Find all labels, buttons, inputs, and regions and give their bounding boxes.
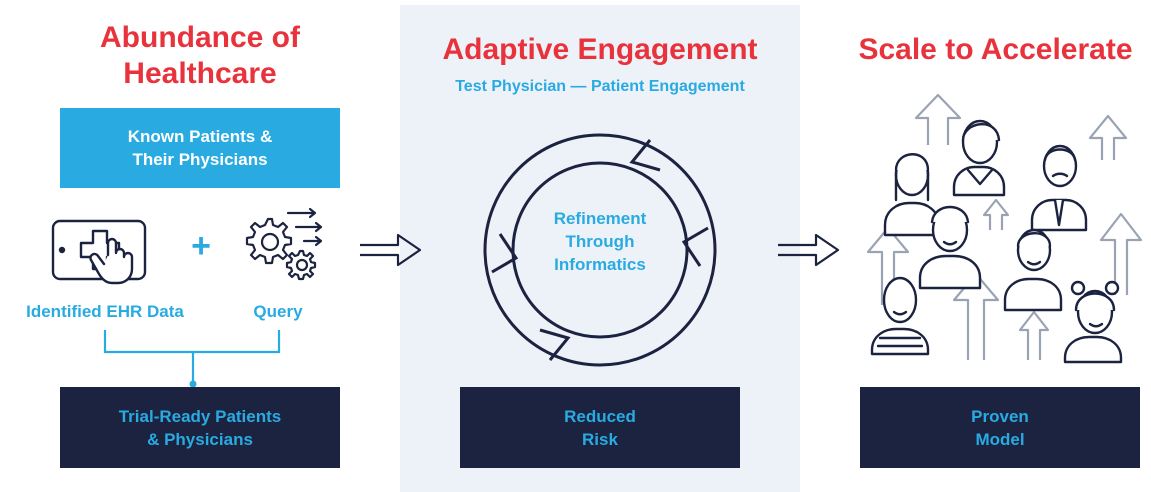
cycle-label-line1: Refinement xyxy=(553,209,647,228)
proven-model-box: Proven Model xyxy=(860,387,1140,468)
cycle-label-line3: Informatics xyxy=(554,255,646,274)
known-patients-box: Known Patients & Their Physicians xyxy=(60,108,340,188)
gears-icon xyxy=(245,207,323,281)
query-label: Query xyxy=(253,302,303,321)
proven-model-line1: Proven xyxy=(971,406,1029,426)
known-patients-line2: Their Physicians xyxy=(132,150,268,169)
left-heading-line1: Abundance of xyxy=(100,21,300,54)
up-arrow-icon xyxy=(1099,212,1143,295)
left-heading-line2: Healthcare xyxy=(123,57,277,90)
arrow-right-icon xyxy=(360,233,422,267)
proven-model-line2: Model xyxy=(975,429,1025,449)
ehr-data-label: Identified EHR Data xyxy=(26,302,184,321)
trial-ready-line1: Trial-Ready Patients xyxy=(118,406,282,426)
known-patients-line1: Known Patients & xyxy=(127,127,273,146)
cycle-arrows-icon xyxy=(483,133,717,367)
people-crowd-icon xyxy=(866,93,1143,364)
cycle-label-line2: Through xyxy=(565,232,635,251)
arrow-right-icon xyxy=(778,233,840,267)
cycle-label: Refinement Through Informatics xyxy=(520,207,680,276)
plus-sign: + xyxy=(191,227,211,265)
up-arrow-icon xyxy=(982,198,1010,230)
trial-ready-line2: & Physicians xyxy=(147,429,253,449)
trial-ready-box: Trial-Ready Patients & Physicians xyxy=(60,387,340,468)
reduced-risk-line1: Reduced xyxy=(564,406,636,426)
reduced-risk-box: Reduced Risk xyxy=(460,387,740,468)
left-heading: Abundance of Healthcare xyxy=(40,20,360,92)
right-heading: Scale to Accelerate xyxy=(858,33,1133,66)
reduced-risk-line2: Risk xyxy=(582,429,618,449)
middle-subheading: Test Physician — Patient Engagement xyxy=(455,78,745,95)
up-arrow-icon xyxy=(1018,310,1050,360)
middle-heading: Adaptive Engagement xyxy=(442,33,758,66)
up-arrow-icon xyxy=(914,93,962,145)
up-arrow-icon xyxy=(1088,114,1128,160)
tablet-medical-cross-icon xyxy=(51,219,147,285)
